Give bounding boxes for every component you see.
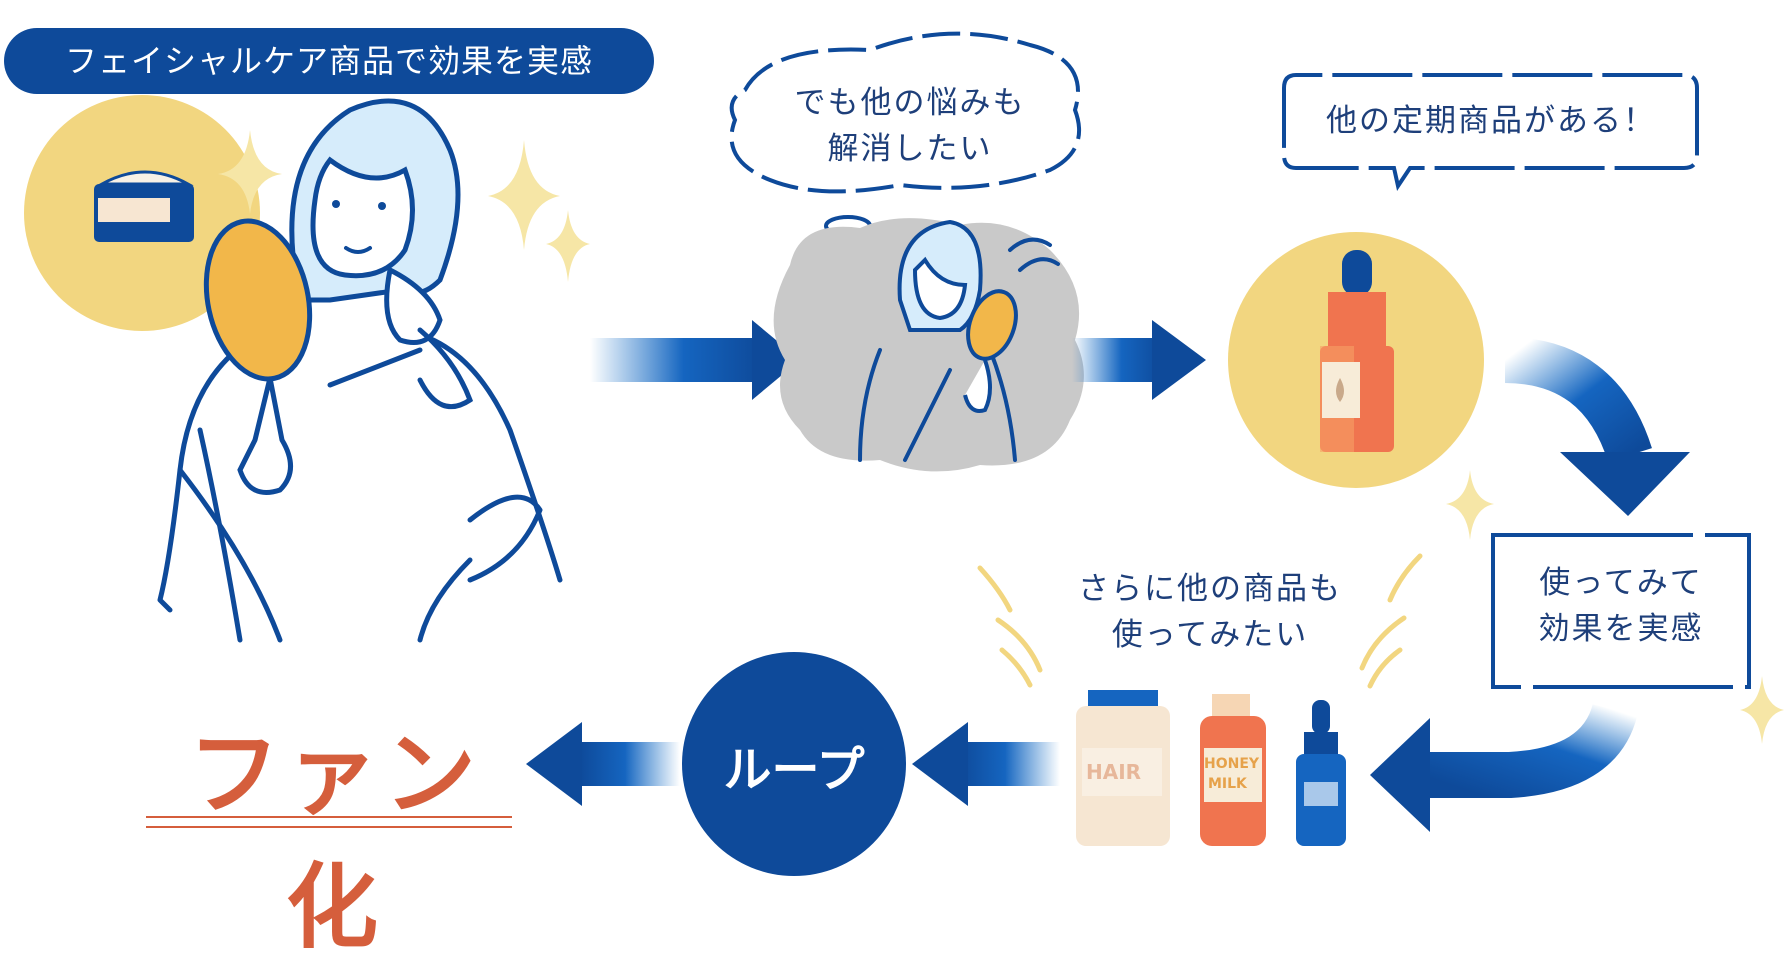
more-products-text: さらに他の商品も 使ってみたい <box>1040 566 1380 658</box>
honey-milk-bottle-icon <box>1200 694 1266 846</box>
serum-bottle-icon <box>1320 250 1394 452</box>
honey-label: HONEY <box>1204 756 1260 772</box>
curved-arrow-down <box>1504 337 1690 516</box>
loop-label: ループ <box>723 742 865 798</box>
sparkle-icon <box>546 210 590 282</box>
scene-worried-woman <box>729 31 1084 472</box>
effect-line-1: 使ってみて <box>1539 565 1703 601</box>
sparkle-icon <box>488 140 560 250</box>
arrow-left <box>526 722 680 806</box>
scene-serum <box>1228 73 1699 540</box>
thought-line-1: でも他の悩みも <box>794 85 1026 121</box>
milk-label: MILK <box>1208 776 1247 792</box>
hair-label: HAIR <box>1086 760 1142 784</box>
woman-body <box>157 327 563 643</box>
cream-jar-icon <box>94 170 194 242</box>
header-pill: フェイシャルケア商品で効果を実感 <box>4 28 654 94</box>
hand-mirror <box>203 218 313 382</box>
thought-text: でも他の悩みも 解消したい <box>760 80 1060 172</box>
more-line-2: 使ってみたい <box>1111 617 1309 653</box>
sparkle-icon <box>1740 676 1784 744</box>
woman-face <box>310 156 415 279</box>
arrow-right <box>590 320 800 400</box>
scene-woman-mirror <box>24 95 590 643</box>
arrow-left <box>912 722 1060 806</box>
thought-bubble <box>729 31 1081 194</box>
hair-bottle-icon <box>1076 690 1170 846</box>
blue-bottle-icon <box>1296 700 1346 846</box>
more-line-1: さらに他の商品も <box>1078 571 1342 607</box>
curved-arrow-left <box>1370 703 1638 832</box>
sparkle-icon <box>218 130 282 214</box>
scene-products <box>977 553 1423 846</box>
sparkle-icon <box>1446 470 1494 540</box>
arrow-right <box>1072 320 1206 400</box>
loop-circle <box>682 652 906 876</box>
effect-line-2: 効果を実感 <box>1538 611 1704 647</box>
effect-box-text: 使ってみて 効果を実感 <box>1493 560 1749 652</box>
speech-bubble <box>1282 73 1699 192</box>
fan-label: ファン化 <box>187 721 482 961</box>
thought-line-2: 解消したい <box>827 131 993 167</box>
effect-box <box>1491 533 1751 689</box>
speech-text: 他の定期商品がある！ <box>1326 103 1656 139</box>
